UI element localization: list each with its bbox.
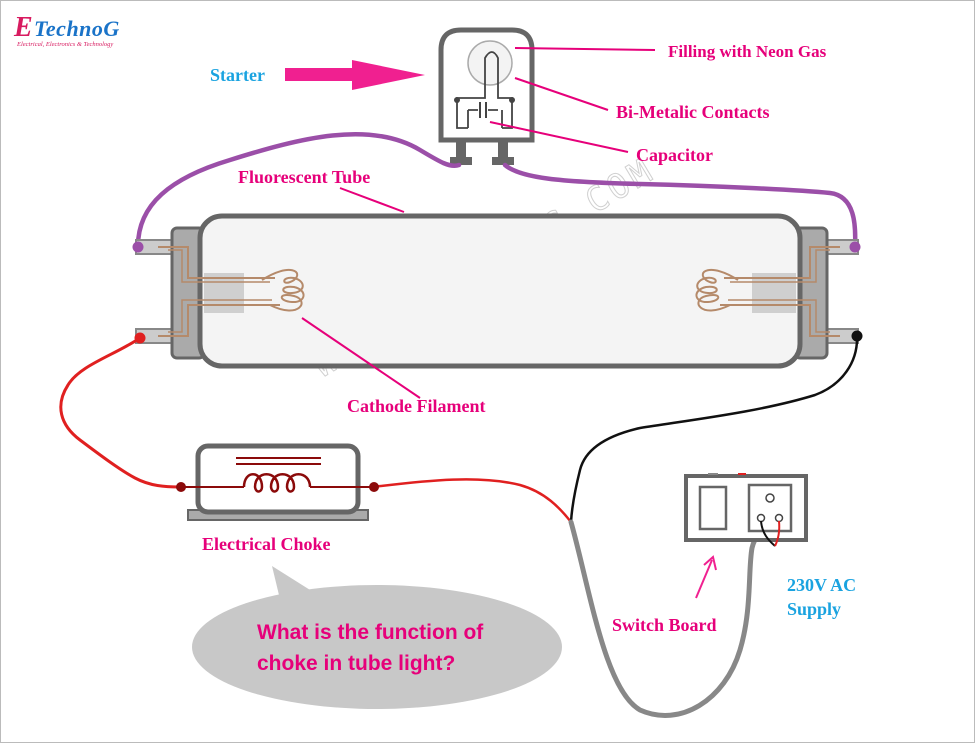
leader-neon-gas bbox=[514, 47, 656, 51]
tube-glass bbox=[197, 213, 803, 369]
choke-coil bbox=[242, 473, 312, 493]
label-bimetallic-contacts: Bi-Metalic Contacts bbox=[616, 102, 769, 122]
label-capacitor: Capacitor bbox=[636, 145, 713, 165]
red-wire-left bbox=[59, 336, 182, 489]
label-supply-line1: 230V AC bbox=[787, 575, 856, 595]
label-supply-line2: Supply bbox=[787, 599, 841, 619]
black-wire bbox=[569, 334, 859, 524]
supply-wire-red bbox=[774, 520, 781, 547]
starter-pin-right bbox=[498, 141, 508, 159]
supply-wire-black bbox=[760, 520, 776, 547]
label-electrical-choke: Electrical Choke bbox=[202, 534, 330, 554]
socket-hole-top bbox=[765, 493, 775, 503]
leader-cathode bbox=[301, 317, 421, 399]
switch-board bbox=[684, 473, 808, 547]
red-wire-right bbox=[371, 478, 573, 524]
label-switch-board: Switch Board bbox=[612, 615, 717, 635]
fluorescent-tube bbox=[135, 213, 859, 369]
label-cathode-filament: Cathode Filament bbox=[347, 396, 486, 416]
terminal-right-top bbox=[849, 241, 861, 253]
purple-wire-left bbox=[135, 131, 462, 249]
choke-body bbox=[195, 443, 361, 515]
filament-mount-right bbox=[752, 273, 796, 313]
svg-text:E: E bbox=[13, 12, 33, 43]
bimetallic-strip bbox=[484, 51, 499, 84]
socket-hole-right bbox=[774, 513, 784, 523]
logo-tagline: Electrical, Electronics & Technology bbox=[16, 41, 113, 48]
logo-name: TechnoG bbox=[34, 16, 120, 41]
socket-hole-left bbox=[756, 513, 766, 523]
switch-board-arrow bbox=[695, 555, 717, 599]
socket bbox=[747, 483, 793, 533]
choke-terminal-left bbox=[176, 482, 186, 492]
starter-pin-left bbox=[456, 141, 466, 159]
label-starter: Starter bbox=[210, 65, 265, 85]
cathode-filament-left bbox=[261, 268, 305, 312]
leader-tube bbox=[339, 187, 405, 213]
terminal-left-top bbox=[132, 241, 144, 253]
starter-arrow bbox=[285, 60, 425, 90]
etechnog-logo: E TechnoG Electrical, Electronics & Tech… bbox=[13, 12, 120, 48]
neon-bulb bbox=[467, 40, 513, 86]
label-neon-gas: Filling with Neon Gas bbox=[668, 42, 827, 61]
leader-capacitor bbox=[489, 121, 629, 153]
bubble-body bbox=[192, 585, 562, 709]
purple-wire-right bbox=[502, 162, 858, 250]
electrical-choke bbox=[176, 443, 379, 521]
question-line2: choke in tube light? bbox=[257, 652, 455, 675]
question-line1: What is the function of bbox=[257, 621, 484, 644]
gray-cable bbox=[568, 519, 771, 718]
cathode-filament-right bbox=[695, 268, 739, 312]
filament-mount-left bbox=[204, 273, 244, 313]
switch-toggle bbox=[698, 485, 728, 531]
question-bubble: What is the function of choke in tube li… bbox=[192, 566, 562, 709]
leader-bimetallic bbox=[514, 77, 609, 111]
starter bbox=[438, 27, 535, 165]
choke-terminal-right bbox=[369, 482, 379, 492]
label-fluorescent-tube: Fluorescent Tube bbox=[238, 167, 370, 187]
